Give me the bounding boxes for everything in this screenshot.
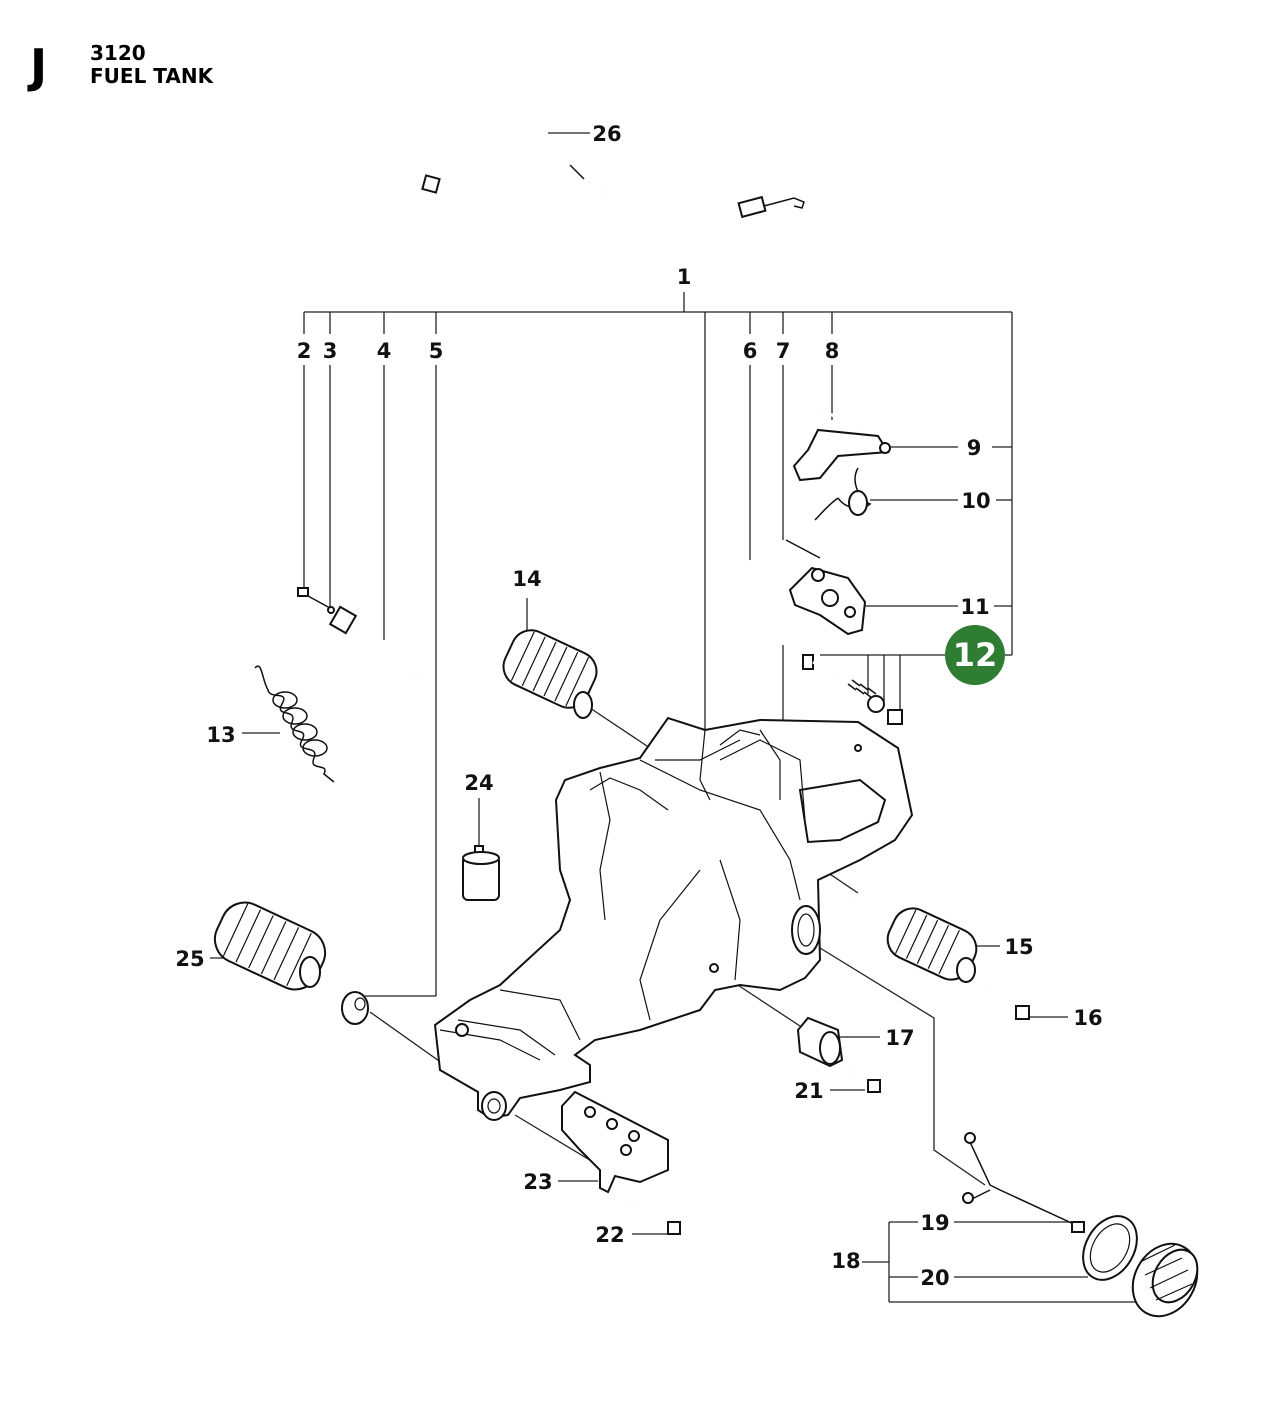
buffer-part-25 [213,901,369,1025]
highlight-badge-12[interactable]: 12 [945,625,1005,685]
callout-1: 1 [677,265,692,289]
callout-4: 4 [377,339,392,363]
fuel-tank-body-part-1 [433,716,914,1121]
callout-5: 5 [429,339,444,363]
screw-part-22 [631,1204,681,1235]
callout-12[interactable]: 12 [953,636,998,674]
buffer-part-14 [502,629,598,719]
highlight-badge-circle[interactable] [945,625,1005,685]
callout-7: 7 [776,339,791,363]
callout-3: 3 [323,339,338,363]
callout-23: 23 [523,1170,552,1194]
callout-22: 22 [595,1223,624,1247]
callout-26: 26 [592,122,621,146]
callout-labels: 1 2 3 4 5 6 7 8 9 10 11 13 14 15 16 17 1… [175,122,1102,1290]
callout-2: 2 [297,339,312,363]
callout-24: 24 [464,771,493,795]
callout-14: 14 [512,567,541,591]
callout-13: 13 [206,723,235,747]
bush-part-17 [796,1016,844,1068]
fuel-filter-part-24 [462,845,500,901]
callout-11: 11 [960,595,989,619]
model-number: 3120 [90,41,146,65]
callout-8: 8 [825,339,840,363]
callout-17: 17 [885,1026,914,1050]
callout-16: 16 [1073,1006,1102,1030]
bracket-part-23 [561,1090,669,1194]
spring-part-13 [254,665,335,783]
fuel-cap-parts-18-19-20 [962,1132,1199,1318]
callout-10: 10 [961,489,990,513]
callout-19: 19 [920,1211,949,1235]
callout-20: 20 [920,1266,949,1290]
section-letter: J [27,39,47,93]
fuel-hose-part-26 [421,99,805,223]
callout-25: 25 [175,947,204,971]
callout-18: 18 [831,1249,860,1273]
callout-9: 9 [967,436,982,460]
callout-15: 15 [1004,935,1033,959]
header: J 3120 FUEL TANK [27,39,215,93]
callout-21: 21 [794,1079,823,1103]
fuel-pickup-parts-2-3-4 [297,587,418,676]
page-title: FUEL TANK [90,64,215,88]
part-12-components [802,654,903,725]
buffer-part-15 [855,894,978,983]
callout-6: 6 [743,339,758,363]
screw-part-21 [851,1070,881,1093]
screw-part-16 [989,988,1030,1020]
leader-lines [210,132,1138,1303]
valve-assembly-parts-6-11 [744,406,891,636]
